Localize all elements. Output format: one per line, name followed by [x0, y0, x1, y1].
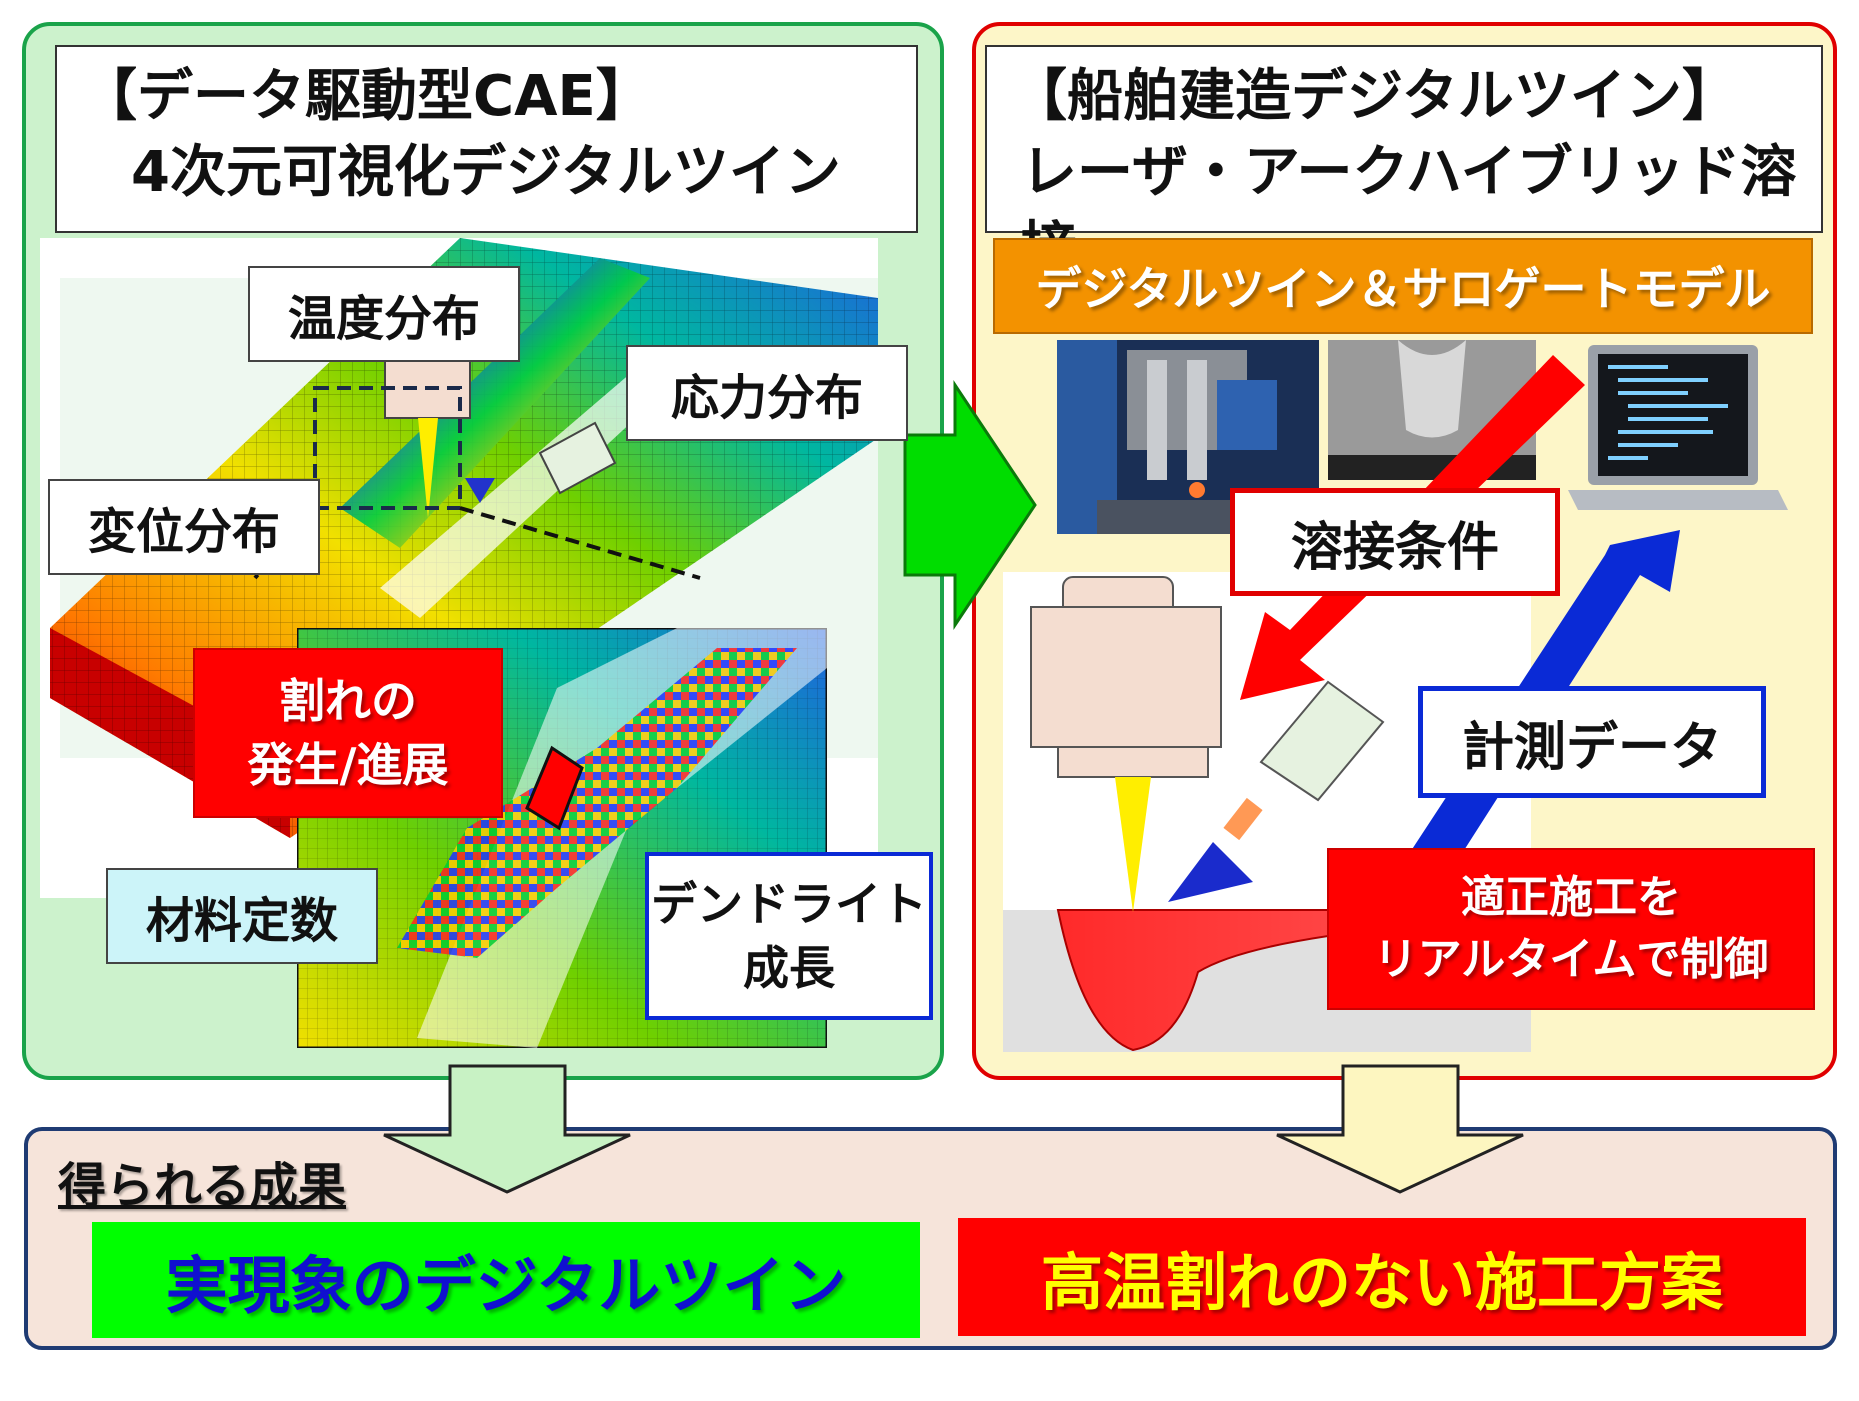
surrogate-model-banner: デジタルツイン＆サロゲートモデル [993, 238, 1813, 334]
results-heading: 得られる成果 [58, 1158, 347, 1214]
left-title-line2: 4次元可視化デジタルツイン [131, 140, 841, 205]
arrow-right-green [903, 380, 1037, 630]
dendrite-line2: 成長 [743, 941, 835, 995]
crack-line1: 割れの [279, 674, 417, 728]
arrow-down-left [383, 1064, 631, 1194]
right-panel-title: 【船舶建造デジタルツイン】 レーザ・アークハイブリッド溶接 [985, 45, 1823, 281]
crack-line2: 発生/進展 [247, 738, 449, 792]
left-panel-title: 【データ駆動型CAE】 4次元可視化デジタルツイン [55, 45, 918, 233]
label-realtime-control: 適正施工を リアルタイムで制御 [1327, 848, 1815, 1010]
result-digital-twin: 実現象のデジタルツイン [92, 1222, 920, 1338]
dendrite-zoom-image [297, 628, 827, 1048]
laptop-code-image [1568, 345, 1788, 510]
control-line1: 適正施工を [1461, 872, 1681, 923]
control-line2: リアルタイムで制御 [1373, 934, 1769, 985]
label-dendrite: デンドライト 成長 [645, 852, 933, 1020]
result-crack-free-plan: 高温割れのない施工方案 [958, 1218, 1806, 1336]
right-title-line2: レーザ・アークハイブリッド溶接 [1021, 140, 1797, 281]
label-temperature: 温度分布 [248, 266, 520, 362]
weld-cross-section-photo [1328, 340, 1536, 480]
label-stress: 応力分布 [626, 345, 908, 441]
label-material: 材料定数 [106, 868, 378, 964]
label-welding-conditions: 溶接条件 [1230, 488, 1560, 596]
arrow-down-right [1276, 1064, 1524, 1194]
dendrite-line1: デンドライト [651, 877, 927, 931]
label-displacement: 変位分布 [48, 479, 320, 575]
left-title-line1: 【データ駆動型CAE】 [81, 64, 652, 129]
label-measurement-data: 計測データ [1418, 686, 1766, 798]
label-crack: 割れの 発生/進展 [193, 648, 503, 818]
right-title-line1: 【船舶建造デジタルツイン】 [1011, 64, 1738, 129]
